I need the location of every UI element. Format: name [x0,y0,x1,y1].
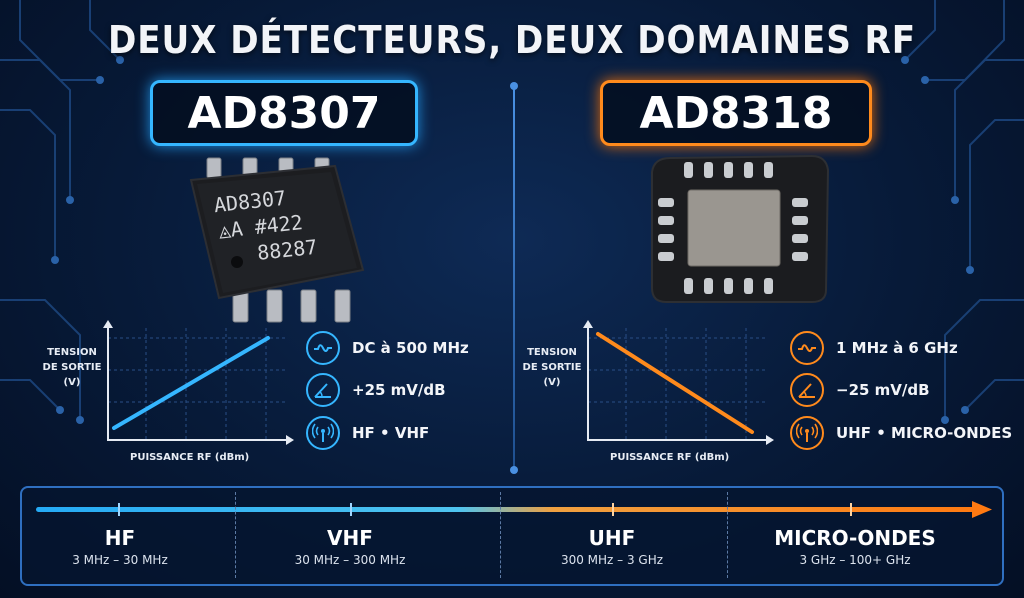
right-spec-frequency: 1 MHz à 6 GHz [790,331,958,365]
band-hf-name: HF [104,526,136,550]
center-divider [510,82,518,474]
slope-angle-icon [790,373,824,407]
frequency-band-panel [20,486,1004,586]
band-hf-range: 3 MHz – 30 MHz [72,553,168,567]
sine-wave-icon [306,331,340,365]
left-ylabel: TENSION DE SORTIE (V) [42,347,102,388]
right-xlabel: PUISSANCE RF (dBm) [610,452,730,463]
left-xlabel: PUISSANCE RF (dBm) [130,452,250,463]
frequency-arrow [36,501,992,518]
ad8318-chip-image [651,154,830,303]
band-microwave-range: 3 GHz – 100+ GHz [799,553,911,567]
band-separator [500,492,501,578]
left-graph [103,320,294,445]
left-response-line [112,336,270,430]
ad8307-chip-image: AD8307 ◬A #422 88287 [189,157,365,323]
right-spec-slope: −25 mV/dB [790,373,930,407]
left-spec-frequency: DC à 500 MHz [306,331,469,365]
band-separator [727,492,728,578]
right-graph [583,320,774,445]
right-response-line [596,332,754,434]
right-spec-bands: UHF • MICRO-ONDES [790,416,1012,450]
left-spec-slope: +25 mV/dB [306,373,446,407]
band-uhf-name: UHF [588,526,636,550]
antenna-signal-icon [306,416,340,450]
band-separator [235,492,236,578]
sine-wave-icon [790,331,824,365]
left-chip-name: AD8307 [150,80,418,146]
band-vhf-name: VHF [327,526,373,550]
left-spec-bands: HF • VHF [306,416,429,450]
main-title: DEUX DÉTECTEURS, DEUX DOMAINES RF [107,18,917,62]
band-uhf-range: 300 MHz – 3 GHz [560,553,664,567]
right-ylabel: TENSION DE SORTIE (V) [522,347,582,388]
right-chip-name: AD8318 [600,80,872,146]
antenna-signal-icon [790,416,824,450]
band-microwave-name: MICRO-ONDES [774,526,936,550]
band-vhf-range: 30 MHz – 300 MHz [294,553,406,567]
slope-angle-icon [306,373,340,407]
